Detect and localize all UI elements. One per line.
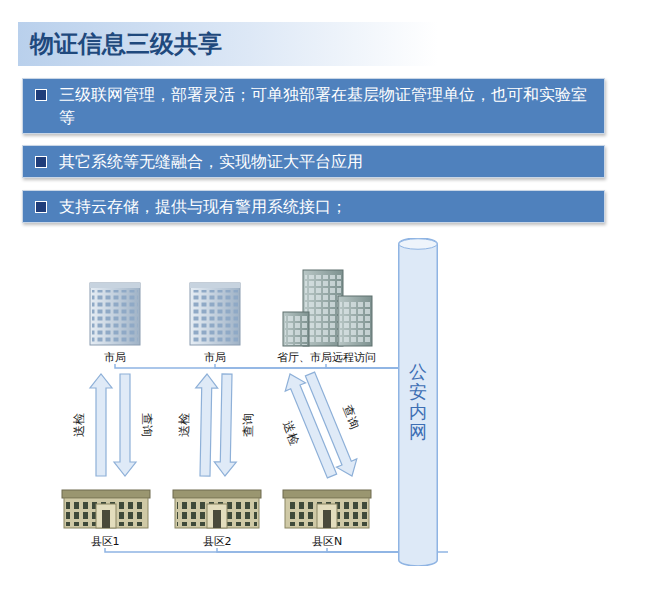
bullet-text: 其它系统等无缝融合，实现物证大平台应用 (59, 150, 594, 173)
flow-arrow (196, 374, 218, 476)
bullet-square (35, 201, 47, 213)
arrow-label: 查询 (141, 413, 153, 437)
arrow-label: 查询 (341, 403, 361, 430)
building-node: 省厅、市局远程访问 (263, 266, 389, 364)
building-label: 县区2 (167, 535, 267, 548)
page-title: 物证信息三级共享 (30, 28, 222, 60)
bullet-text: 三级联网管理，部署灵活；可单独部署在基层物证管理单位，也可和实验室等 (59, 83, 594, 129)
government-building (283, 490, 371, 528)
building-node: 市局 (79, 280, 151, 364)
building-label: 市局 (179, 351, 251, 364)
flow-arrow (90, 374, 112, 476)
building-node: 市局 (179, 280, 251, 364)
arrow-label: 查询 (242, 413, 254, 437)
building-cluster (283, 270, 372, 346)
vertical-label: 公安内网 (409, 362, 427, 441)
building-node: 县区N (277, 486, 377, 548)
network-line (115, 364, 398, 368)
flow-arrow (214, 374, 236, 476)
network-line (327, 548, 398, 552)
office-tower (190, 283, 240, 345)
network-line (105, 548, 398, 552)
building-label: 县区N (277, 535, 377, 548)
bus-stub (438, 551, 448, 553)
bullet-square (35, 156, 47, 168)
network-line (326, 364, 398, 368)
bullet-bar: 三级联网管理，部署灵活；可单独部署在基层物证管理单位，也可和实验室等 (22, 78, 605, 134)
building-node: 县区1 (55, 486, 155, 548)
flow-arrow (114, 374, 136, 476)
network-cylinder: 公安内网 (398, 238, 438, 566)
building-label: 省厅、市局远程访问 (263, 351, 389, 364)
arrow-label: 送检 (281, 420, 301, 447)
building-label: 县区1 (55, 535, 155, 548)
government-building (173, 490, 261, 528)
network-line (217, 548, 398, 552)
government-building (62, 490, 150, 528)
bullet-bar: 支持云存储，提供与现有警用系统接口； (22, 190, 605, 223)
office-tower (90, 283, 140, 345)
arrow-label: 送检 (73, 413, 85, 437)
bullet-bar: 其它系统等无缝融合，实现物证大平台应用 (22, 145, 605, 178)
building-label: 市局 (79, 351, 151, 364)
bullet-square (35, 89, 47, 101)
arrow-label: 送检 (178, 412, 190, 436)
building-node: 县区2 (167, 486, 267, 548)
network-line (215, 364, 398, 368)
bullet-text: 支持云存储，提供与现有警用系统接口； (59, 195, 594, 218)
